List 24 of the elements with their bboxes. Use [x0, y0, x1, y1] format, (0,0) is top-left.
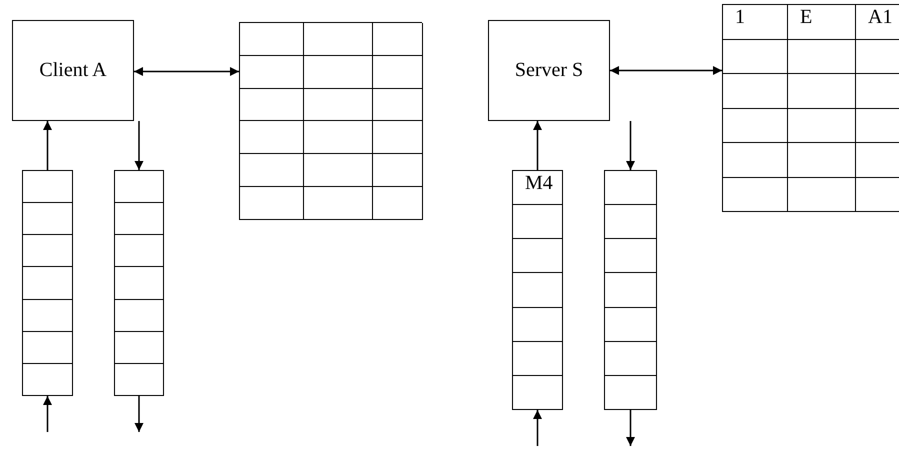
arrow [533, 410, 542, 446]
arrow [134, 121, 144, 170]
message-queue [114, 170, 164, 396]
arrow [533, 121, 542, 170]
process-box [488, 20, 610, 121]
arrow [626, 121, 635, 170]
box-label: Server S [514, 59, 584, 82]
arrow [134, 396, 144, 432]
queue-slot: M4 [513, 171, 562, 206]
arrow [43, 396, 52, 432]
arrow [626, 410, 635, 446]
process-box [12, 20, 134, 121]
box-label: Client A [39, 59, 107, 82]
data-table [722, 4, 899, 212]
arrow [43, 121, 52, 170]
message-queue [604, 170, 657, 410]
data-table [239, 22, 422, 220]
message-queue [512, 170, 563, 410]
table-cell: 1 [723, 5, 788, 40]
table-cell: E [788, 5, 856, 40]
message-queue [22, 170, 73, 396]
arrow [610, 66, 722, 75]
table-cell: A1 [856, 5, 899, 40]
arrow [134, 67, 239, 76]
